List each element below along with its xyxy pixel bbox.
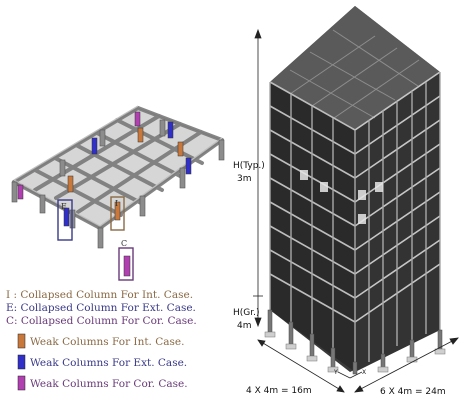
legend: I : Collapsed Column For Int. Case. E: C… — [6, 289, 197, 391]
legend-weak-cor: Weak Columns For Cor. Case. — [30, 378, 188, 390]
marker-box-e — [57, 199, 73, 241]
legend-weak-int: Weak Columns For Int. Case. — [30, 336, 184, 348]
marker-box-i — [110, 196, 125, 231]
marker-box-c — [118, 247, 134, 281]
width-dimensions — [257, 337, 459, 393]
gr-height-value: 4m — [237, 321, 252, 331]
height-dimension — [253, 28, 263, 328]
legend-collapsed-int: I : Collapsed Column For Int. Case. — [6, 289, 193, 301]
building-3d — [264, 6, 446, 375]
axis-indicator — [337, 371, 363, 379]
legend-swatch-ext — [17, 354, 26, 370]
legend-collapsed-cor: C: Collapsed Column For Cor. Case. — [6, 315, 197, 327]
legend-collapsed-ext: E: Collapsed Column For Ext. Case. — [6, 302, 196, 314]
axis-y-label: Y — [333, 369, 338, 376]
typ-height-label: H(Typ.) — [233, 161, 265, 171]
legend-weak-ext: Weak Columns For Ext. Case. — [30, 357, 187, 369]
legend-swatch-cor — [17, 375, 26, 391]
marker-label-i: I — [115, 199, 118, 208]
axis-x-label: X — [362, 369, 366, 376]
floor-plan-3d: E I C — [11, 105, 225, 281]
width-left-label: 4 X 4m = 16m — [246, 386, 312, 396]
legend-swatch-int — [17, 333, 26, 349]
marker-label-c: C — [121, 239, 127, 248]
width-right-label: 6 X 4m = 24m — [380, 387, 446, 397]
marker-label-e: E — [61, 202, 67, 211]
typ-height-value: 3m — [237, 174, 252, 184]
gr-height-label: H(Gr.) — [233, 308, 260, 318]
